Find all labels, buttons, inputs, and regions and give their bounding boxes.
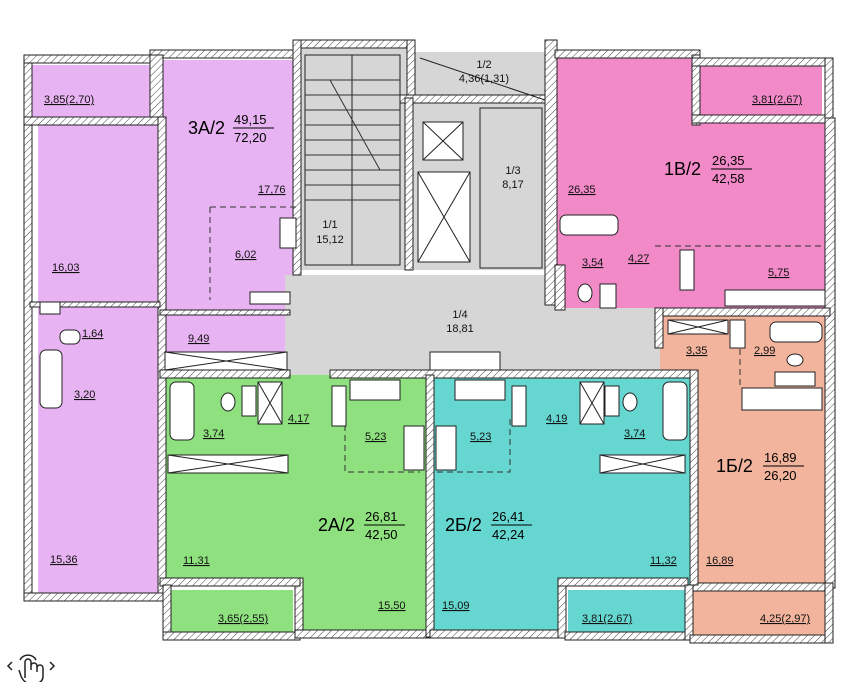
room-3a2-bath: 3,20 [74, 389, 95, 401]
apt-1v2-name: 1В/2 [664, 159, 701, 179]
apartment-2b2-area[interactable] [430, 375, 690, 635]
fixtures [39, 214, 826, 474]
apartment-1v2-area[interactable] [555, 58, 827, 308]
room-1b2-bath: 2,99 [754, 345, 775, 357]
room-2b2-balcony: 3,81(2,67) [582, 613, 632, 625]
room-2b2-bath: 3,74 [624, 428, 645, 440]
apt-1v2-total: 42,58 [712, 171, 745, 186]
touch-gesture-icon[interactable] [6, 654, 56, 682]
apt-3a2-room-left [38, 125, 160, 303]
room-2a2-bath: 3,74 [203, 428, 224, 440]
room-2a2-r1: 11,31 [183, 555, 210, 567]
stairwell [304, 54, 546, 269]
room-1v2-bath: 3,54 [582, 257, 603, 269]
apt-1b2-name: 1Б/2 [716, 456, 753, 476]
apt-1v2-living: 26,35 [712, 153, 745, 168]
room-2b2-r1: 15,09 [442, 600, 470, 612]
room-3a2-wc: 1,64 [82, 328, 103, 340]
common-1-4-area: 18,81 [446, 323, 474, 335]
common-1-3-area: 8,17 [502, 179, 523, 191]
apt-2b2-total: 42,24 [492, 527, 525, 542]
common-1-1-title: 1/1 [322, 219, 337, 231]
room-1b2-room: 16,89 [706, 555, 734, 567]
room-1v2-balcony: 3,81(2,67) [752, 94, 802, 106]
room-2a2-r2: 15,50 [378, 600, 406, 612]
apartment-2a2-area[interactable] [160, 375, 430, 635]
room-2b2-hall: 4,19 [546, 413, 567, 425]
common-1-4-title: 1/4 [452, 309, 467, 321]
room-1b2-hall: 3,35 [686, 345, 707, 357]
apt-label-1b2: 1Б/2 16,89 26,20 [716, 450, 804, 483]
apt-2a2-name: 2А/2 [318, 515, 355, 535]
common-1-3-title: 1/3 [505, 165, 520, 177]
apt-3a2-name: 3А/2 [188, 118, 225, 138]
apt-3a2-kitchen [163, 60, 300, 310]
room-2b2-kitchen: 5,23 [470, 431, 491, 443]
common-area [285, 45, 665, 375]
room-2a2-balcony: 3,65(2,55) [218, 613, 268, 625]
apt-label-2a2: 2А/2 26,81 42,50 [318, 509, 405, 542]
labels: 1/2 4,36(1,31) 1/3 8,17 1/1 15,12 1/4 18… [44, 59, 810, 625]
room-3a2-small: 6,02 [235, 249, 256, 261]
apt-3a2-living: 49,15 [234, 112, 267, 127]
walls [23, 39, 836, 644]
room-1v2-kitchen: 5,75 [768, 267, 789, 279]
apt-2b2-name: 2Б/2 [445, 515, 482, 535]
room-1b2-balcony: 4,25(2,97) [760, 613, 810, 625]
room-3a2-kitchen: 17,76 [258, 184, 286, 196]
apt-3a2-room-bottom [38, 415, 160, 595]
room-3a2-r2: 15,36 [50, 554, 78, 566]
apt-3a2-total: 72,20 [234, 130, 267, 145]
common-1-2-title: 1/2 [476, 59, 491, 71]
apt-2a2-living: 26,81 [365, 509, 398, 524]
apt-2a2-total: 42,50 [365, 527, 398, 542]
apt-label-2b2: 2Б/2 26,41 42,24 [445, 509, 532, 542]
apt-1b2-total: 26,20 [764, 468, 797, 483]
common-1-2-area: 4,36(1,31) [459, 73, 509, 85]
room-3a2-hall: 9,49 [188, 333, 209, 345]
room-1v2-main: 26,35 [568, 184, 596, 196]
room-2a2-hall: 4,17 [288, 413, 309, 425]
room-2b2-r2: 11,32 [650, 555, 677, 567]
apt-2b2-living: 26,41 [492, 509, 525, 524]
common-1-1-area: 15,12 [316, 234, 344, 246]
apt-label-3a2: 3А/2 49,15 72,20 [188, 112, 274, 145]
apt-3a2-hall-ext [115, 373, 165, 417]
apt-1b2-living: 16,89 [764, 450, 797, 465]
room-3a2-balcony: 3,85(2,70) [44, 94, 94, 106]
apt-label-1v2: 1В/2 26,35 42,58 [664, 153, 752, 186]
apt-3a2-balcony [30, 65, 150, 117]
room-2a2-kitchen: 5,23 [365, 431, 386, 443]
room-1v2-hall: 4,27 [628, 253, 649, 265]
room-3a2-r1: 16,03 [52, 262, 80, 274]
